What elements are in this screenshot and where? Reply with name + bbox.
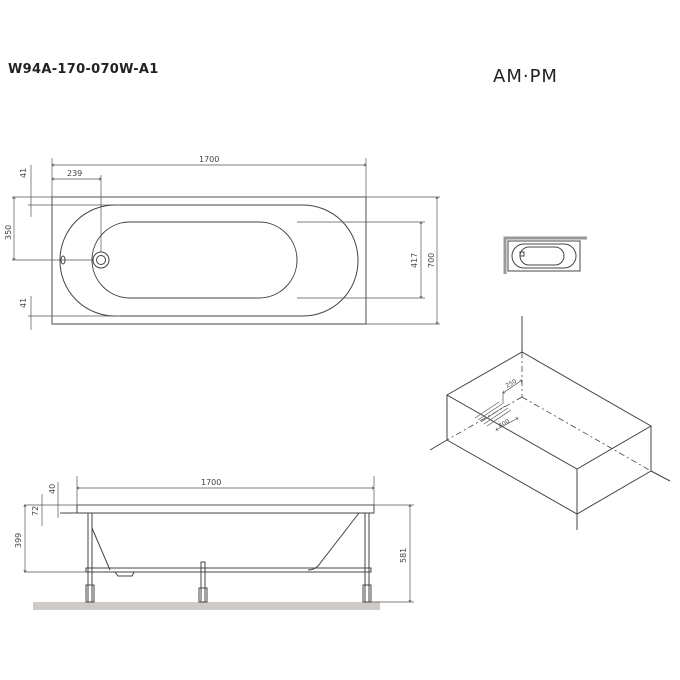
inner-basin bbox=[91, 221, 298, 299]
dim-side-length: 1700 bbox=[201, 478, 221, 487]
hatch-area bbox=[474, 401, 512, 427]
dim-rim-thickness: 40 bbox=[48, 484, 57, 494]
tub-wall-left bbox=[91, 527, 111, 571]
legs bbox=[85, 512, 372, 603]
dim-width: 700 bbox=[427, 253, 436, 268]
isometric-view: 250 400 bbox=[429, 316, 671, 530]
box-top bbox=[445, 351, 652, 470]
dim-inner-width: 417 bbox=[410, 253, 419, 268]
floor bbox=[33, 602, 380, 610]
dim-bottom-height: 399 bbox=[14, 533, 23, 548]
placement-thumbnail bbox=[503, 236, 587, 274]
dim-length: 1700 bbox=[199, 155, 219, 164]
tub-wall-right bbox=[307, 512, 360, 571]
model-number: W94A-170-070W-A1 bbox=[8, 62, 159, 77]
base-frame bbox=[85, 567, 372, 573]
dim-iso-b: 400 bbox=[498, 418, 512, 430]
drain-icon bbox=[92, 251, 110, 269]
top-view: 1700 239 41 350 41 417 700 bbox=[4, 155, 440, 330]
wall-corner bbox=[503, 236, 587, 274]
dim-drain-offset: 239 bbox=[67, 169, 82, 178]
dim-rim-bottom: 41 bbox=[19, 298, 28, 308]
rim-oval bbox=[59, 204, 359, 317]
drain-outlet bbox=[114, 571, 135, 577]
dim-total-height: 581 bbox=[399, 548, 408, 563]
side-view: 1700 40 72 399 581 bbox=[14, 476, 414, 610]
dim-drain-center: 350 bbox=[4, 225, 13, 240]
dim-overflow-height: 72 bbox=[31, 506, 40, 516]
bathtub-outline bbox=[51, 196, 367, 325]
dim-iso-a: 250 bbox=[505, 378, 519, 390]
rim bbox=[76, 504, 375, 514]
dim-rim-top: 41 bbox=[19, 168, 28, 178]
brand-logo: AM·PM bbox=[493, 66, 558, 87]
